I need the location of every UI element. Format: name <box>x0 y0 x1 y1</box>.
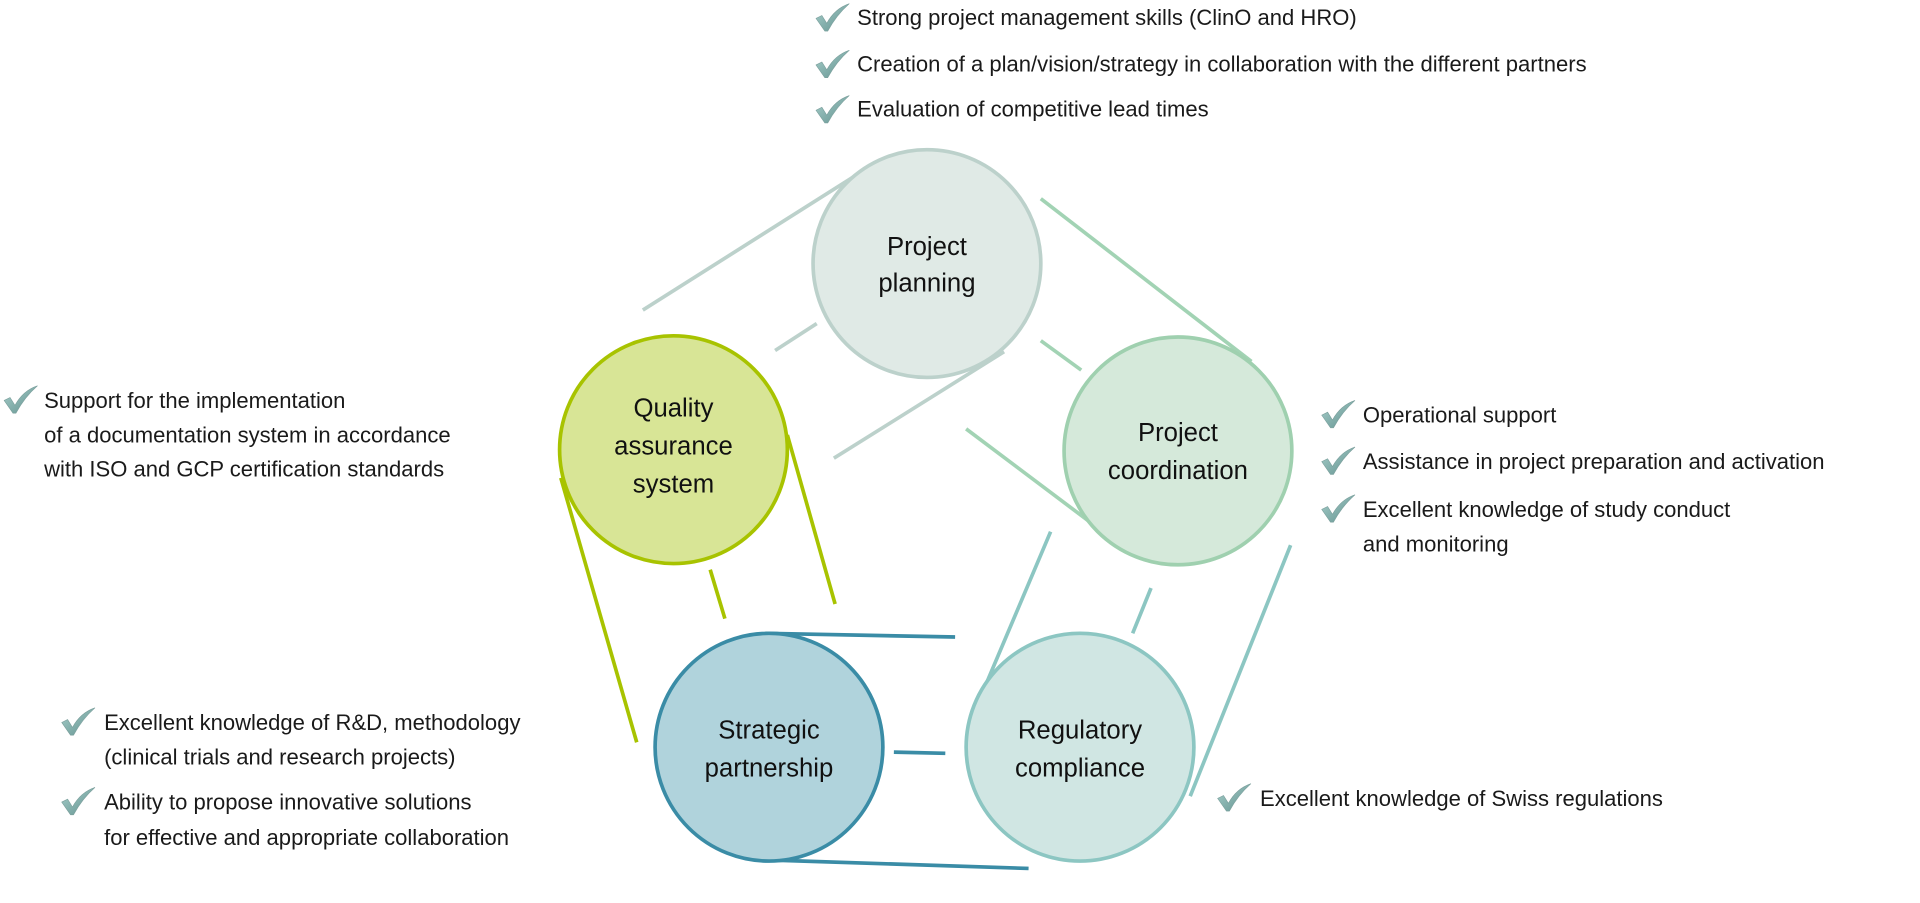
bullet-text: Ability to propose innovative solutions <box>104 790 471 815</box>
node-label: Strategic <box>718 717 820 745</box>
node-label: Project <box>1138 419 1218 447</box>
checkmark-icon <box>815 49 850 78</box>
bullet-text: and monitoring <box>1363 531 1509 556</box>
bullet-text: for effective and appropriate collaborat… <box>104 825 509 850</box>
checkmark-icon <box>3 385 38 414</box>
bullet-text: with ISO and GCP certification standards <box>43 457 444 482</box>
checkmark-icon <box>815 95 850 124</box>
checkmark-icon <box>61 787 96 816</box>
node-label: assurance <box>614 433 733 461</box>
planning-connector <box>832 350 1006 460</box>
quality-connector <box>708 569 727 620</box>
checkmark-icon <box>815 3 850 32</box>
coordination-connector <box>1039 197 1253 363</box>
checkmark-icon <box>1217 783 1252 812</box>
bullet-text: Excellent knowledge of Swiss regulations <box>1260 786 1663 811</box>
coordination-connector <box>965 427 1101 531</box>
coordination-connector <box>1039 339 1083 372</box>
node-quality-assurance: Quality assurance system <box>557 333 790 566</box>
bullet-text: of a documentation system in accordance <box>44 422 451 447</box>
partnership-connector <box>765 631 956 639</box>
planning-bullets: Strong project management skills (ClinO … <box>815 3 1587 124</box>
bullet-text: (clinical trials and research projects) <box>104 744 455 769</box>
node-label: Project <box>887 233 967 261</box>
checkmark-icon <box>61 707 96 736</box>
node-label: compliance <box>1015 755 1145 783</box>
bullet-text: Creation of a plan/vision/strategy in co… <box>857 51 1586 76</box>
bullet-text: Evaluation of competitive lead times <box>857 97 1208 122</box>
coordination-bullets: Operational support Assistance in projec… <box>1321 400 1825 556</box>
quality-connector <box>559 477 639 743</box>
node-label: Regulatory <box>1018 717 1142 745</box>
bullet-text: Strong project management skills (ClinO … <box>857 5 1357 30</box>
quality-connector <box>785 434 837 605</box>
bullet-text: Excellent knowledge of study conduct <box>1363 497 1730 522</box>
node-label: planning <box>878 270 975 298</box>
partnership-bullets: Excellent knowledge of R&D, methodology … <box>61 707 520 850</box>
bullet-text: Support for the implementation <box>44 388 345 413</box>
partnership-connector <box>765 858 1029 871</box>
regulatory-connector <box>1130 587 1153 635</box>
node-label: Quality <box>633 395 713 423</box>
node-label: coordination <box>1108 457 1248 485</box>
node-project-planning: Project planning <box>811 147 1043 380</box>
partnership-connector <box>893 750 946 756</box>
regulatory-bullets: Excellent knowledge of Swiss regulations <box>1217 783 1663 812</box>
checkmark-icon <box>1321 446 1356 475</box>
bullet-text: Excellent knowledge of R&D, methodology <box>104 710 520 735</box>
node-label: partnership <box>705 755 834 783</box>
planning-connector <box>774 321 818 353</box>
checkmark-icon <box>1321 494 1356 523</box>
regulatory-connector <box>1188 544 1293 797</box>
checkmark-icon <box>1321 400 1356 429</box>
node-label: system <box>633 471 714 499</box>
node-regulatory-compliance: Regulatory compliance <box>964 631 1196 863</box>
bullet-text: Operational support <box>1363 403 1557 428</box>
planning-connector <box>641 165 871 312</box>
quality-bullets: Support for the implementation of a docu… <box>3 385 451 482</box>
bullet-text: Assistance in project preparation and ac… <box>1363 449 1825 474</box>
node-strategic-partnership: Strategic partnership <box>653 631 885 863</box>
node-project-coordination: Project coordination <box>1062 335 1294 567</box>
